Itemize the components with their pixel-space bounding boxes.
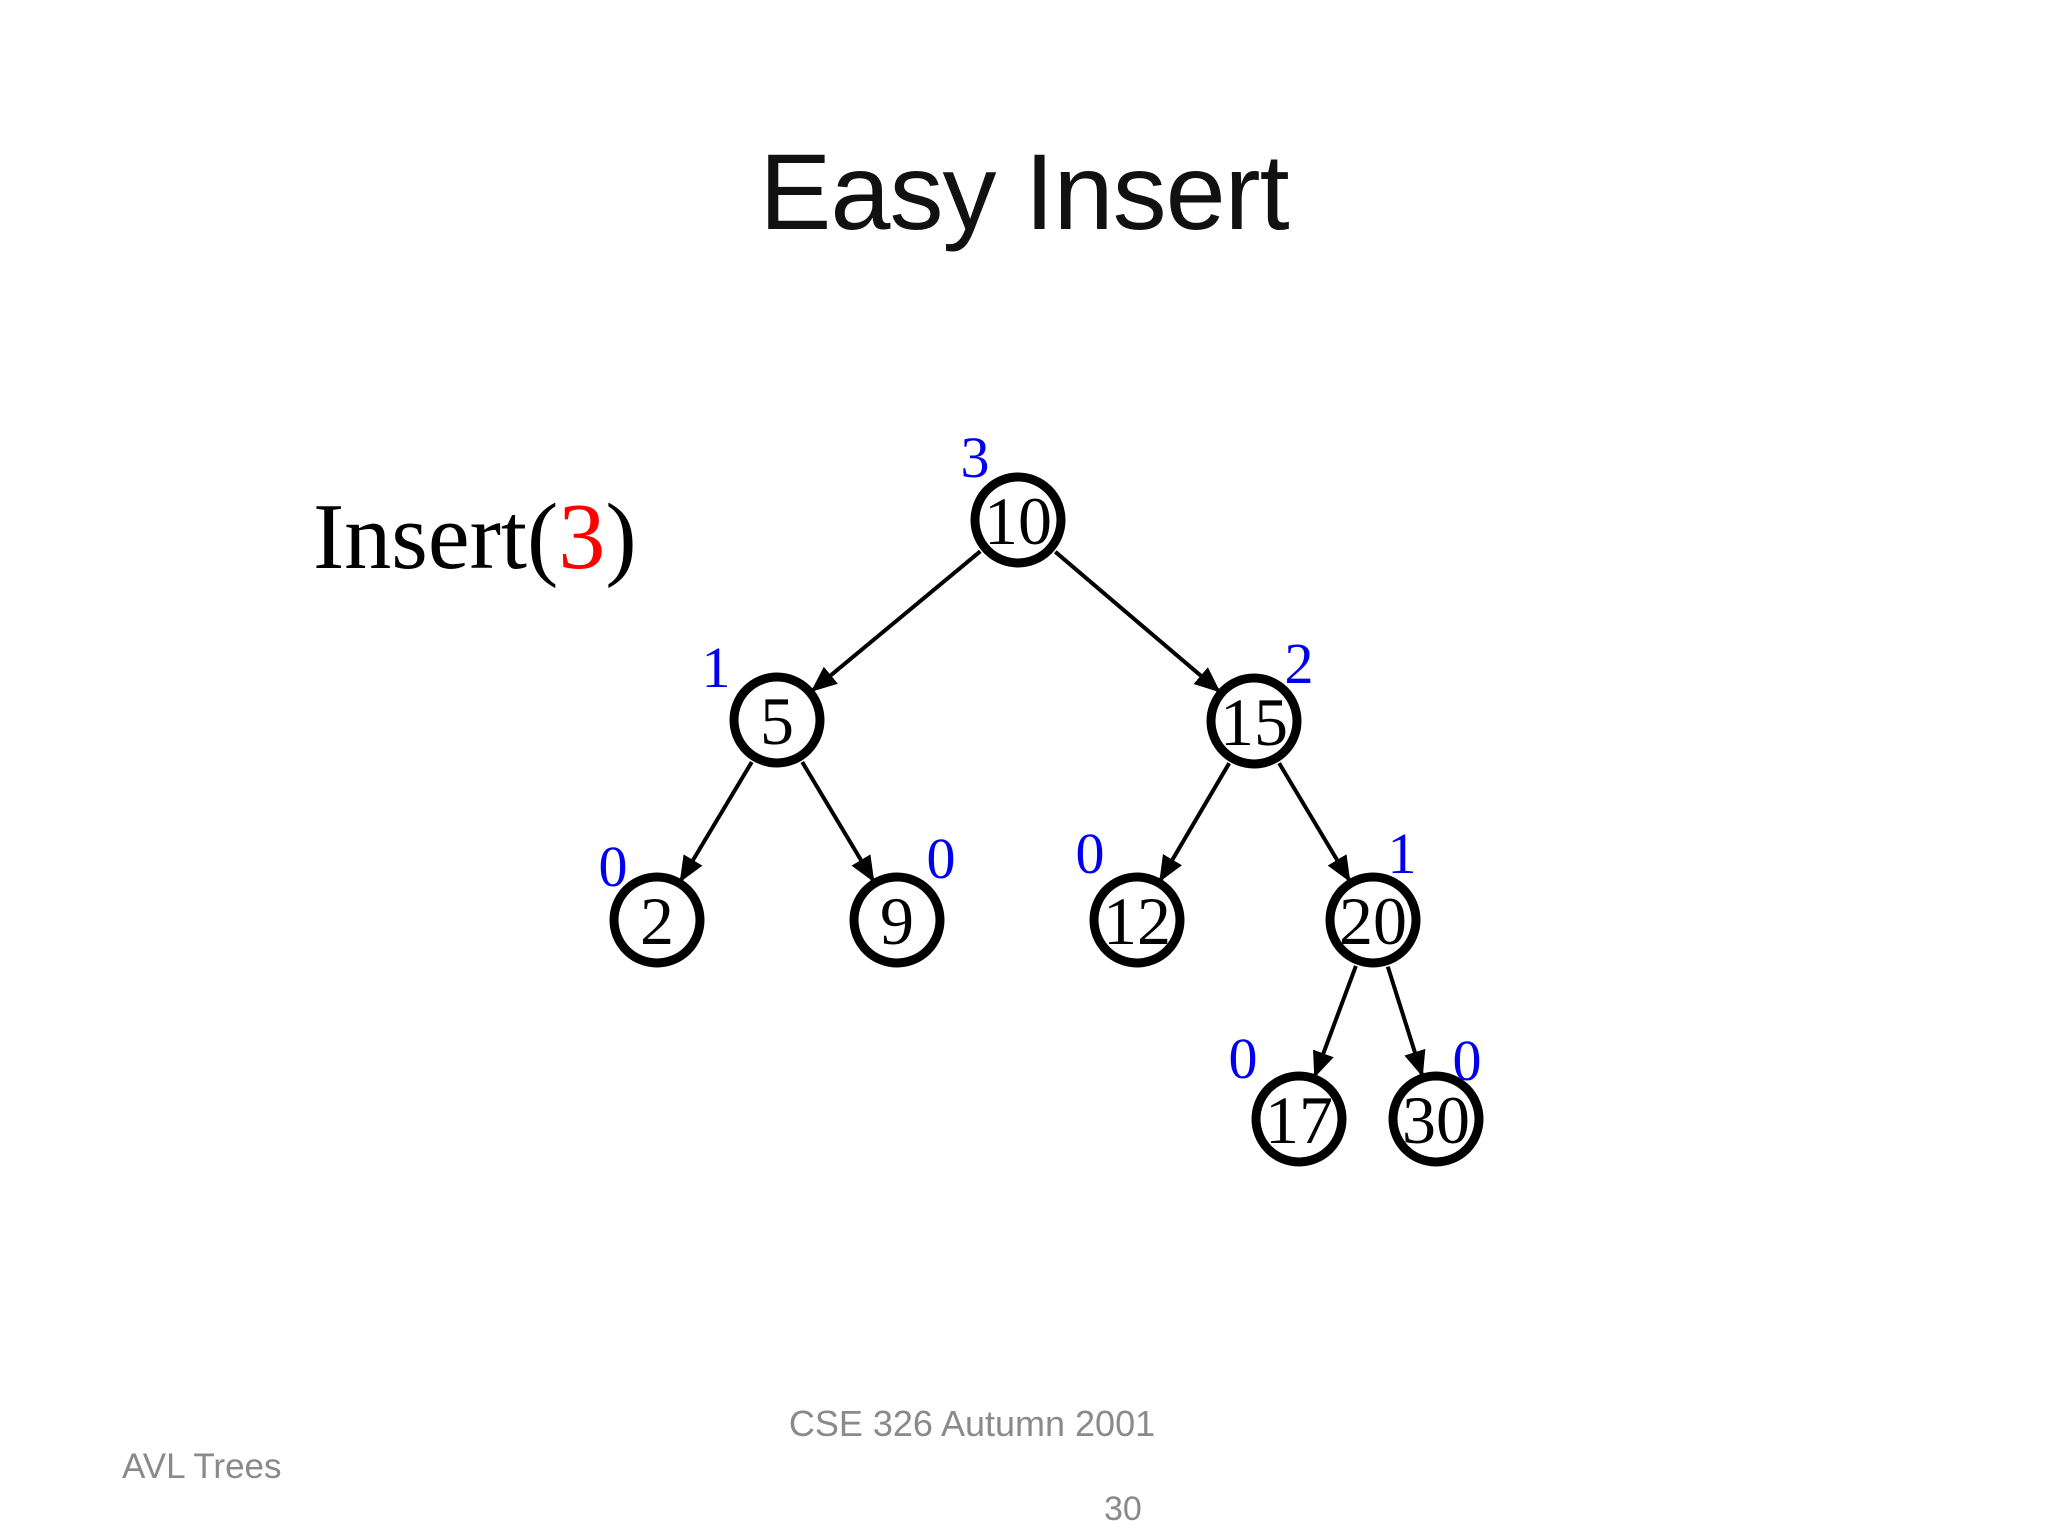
tree-edge-15-20 xyxy=(1277,762,1352,883)
tree-node-20: 20 xyxy=(1325,872,1421,968)
node-circle-10 xyxy=(970,472,1066,568)
tree-node-15: 15 xyxy=(1206,673,1302,769)
tree-node-2: 2 xyxy=(609,872,705,968)
height-label-30: 0 xyxy=(1453,1028,1482,1093)
insert-call-prefix: Insert( xyxy=(313,485,559,589)
tree-node-17: 17 xyxy=(1251,1071,1347,1167)
height-label-15: 2 xyxy=(1285,631,1314,696)
node-value-20: 20 xyxy=(1339,883,1407,959)
tree-edge-20-17 xyxy=(1313,965,1358,1078)
height-label-9: 0 xyxy=(927,826,956,891)
tree-edge-5-2 xyxy=(678,760,754,883)
node-circle-2 xyxy=(609,872,705,968)
tree-node-5: 5 xyxy=(729,672,825,768)
footer-page-number: 30 xyxy=(1104,1490,1142,1528)
height-label-10: 3 xyxy=(961,425,990,490)
node-circle-12 xyxy=(1089,872,1185,968)
insert-call-suffix: ) xyxy=(605,485,637,589)
height-label-20: 1 xyxy=(1388,821,1417,886)
slide-title: Easy Insert xyxy=(759,131,1289,252)
node-circle-20 xyxy=(1325,872,1421,968)
node-circle-30 xyxy=(1388,1071,1484,1167)
tree-edges-layer xyxy=(678,549,1426,1078)
node-value-9: 9 xyxy=(880,883,914,959)
node-circle-15 xyxy=(1206,673,1302,769)
node-value-15: 15 xyxy=(1220,684,1288,760)
tree-edge-20-30 xyxy=(1385,966,1426,1078)
tree-node-30: 30 xyxy=(1388,1071,1484,1167)
tree-edge-10-15 xyxy=(1054,550,1221,693)
node-value-5: 5 xyxy=(760,683,794,759)
tree-node-12: 12 xyxy=(1089,872,1185,968)
height-label-12: 0 xyxy=(1076,821,1105,886)
height-label-5: 1 xyxy=(702,635,731,700)
tree-edge-15-12 xyxy=(1158,762,1231,883)
node-value-17: 17 xyxy=(1265,1082,1333,1158)
height-label-17: 0 xyxy=(1229,1026,1258,1091)
tree-edge-5-9 xyxy=(800,760,876,883)
tree-node-10: 10 xyxy=(970,472,1066,568)
node-value-10: 10 xyxy=(984,483,1052,559)
insert-call-label: Insert(3) xyxy=(313,490,637,584)
tree-edge-10-5 xyxy=(810,549,982,693)
tree-node-9: 9 xyxy=(849,872,945,968)
node-circle-5 xyxy=(729,672,825,768)
node-circle-17 xyxy=(1251,1071,1347,1167)
node-circle-9 xyxy=(849,872,945,968)
footer-deck-title: AVL Trees xyxy=(122,1447,282,1486)
node-value-12: 12 xyxy=(1103,883,1171,959)
node-value-2: 2 xyxy=(640,883,674,959)
footer-course-text: CSE 326 Autumn 2001 xyxy=(788,1403,1156,1444)
insert-call-argument: 3 xyxy=(558,485,606,589)
node-value-30: 30 xyxy=(1402,1082,1470,1158)
height-label-2: 0 xyxy=(599,834,628,899)
